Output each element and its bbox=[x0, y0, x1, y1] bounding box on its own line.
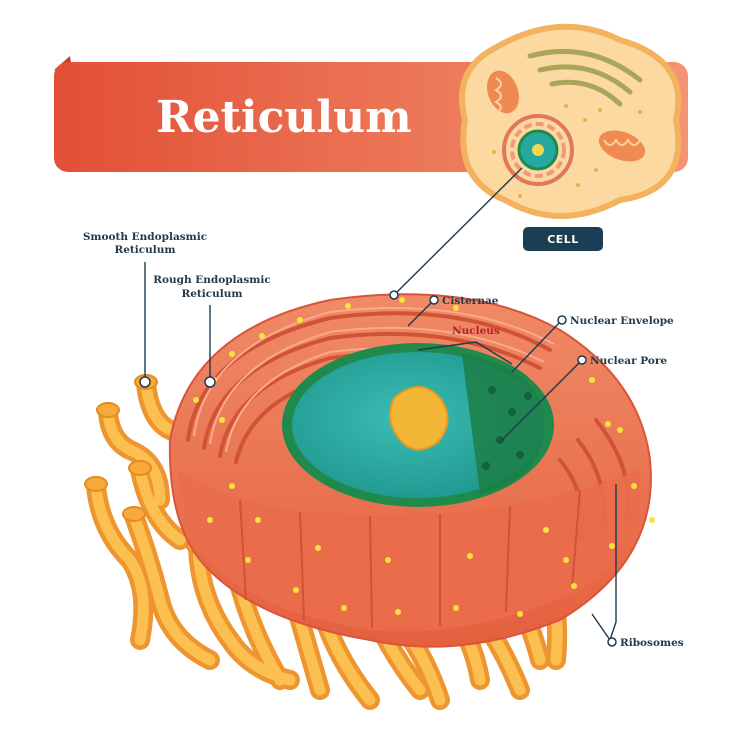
nuclear-pores bbox=[482, 386, 532, 470]
cell-badge: CELL bbox=[523, 227, 603, 251]
rough-er-label-line1: Rough Endoplasmic bbox=[153, 274, 271, 286]
cell-ribosome-dots bbox=[492, 104, 642, 198]
labels: Smooth Endoplasmic Reticulum Rough Endop… bbox=[83, 231, 684, 649]
cell-inset bbox=[459, 23, 682, 219]
page-title: Reticulum bbox=[156, 92, 412, 143]
cell-badge-text: CELL bbox=[547, 233, 579, 246]
rough-er-label-line2: Reticulum bbox=[181, 288, 242, 300]
nuclear-pore-label: Nuclear Pore bbox=[590, 355, 667, 367]
smooth-er-label-line2: Reticulum bbox=[114, 244, 175, 256]
leader-lines bbox=[139, 167, 617, 647]
nucleus-label: Nucleus bbox=[452, 325, 500, 337]
mitochondria bbox=[487, 70, 646, 162]
smooth-er-label-line1: Smooth Endoplasmic bbox=[83, 231, 207, 243]
cell-nucleolus bbox=[532, 144, 544, 156]
golgi-apparatus bbox=[527, 49, 643, 107]
cisternae-label: Cisternae bbox=[442, 295, 499, 307]
ribosomes-label: Ribosomes bbox=[620, 637, 684, 649]
nuclear-envelope-label: Nuclear Envelope bbox=[570, 315, 674, 327]
nucleus bbox=[282, 343, 554, 507]
nucleolus bbox=[389, 386, 449, 451]
cell-er bbox=[502, 114, 574, 186]
